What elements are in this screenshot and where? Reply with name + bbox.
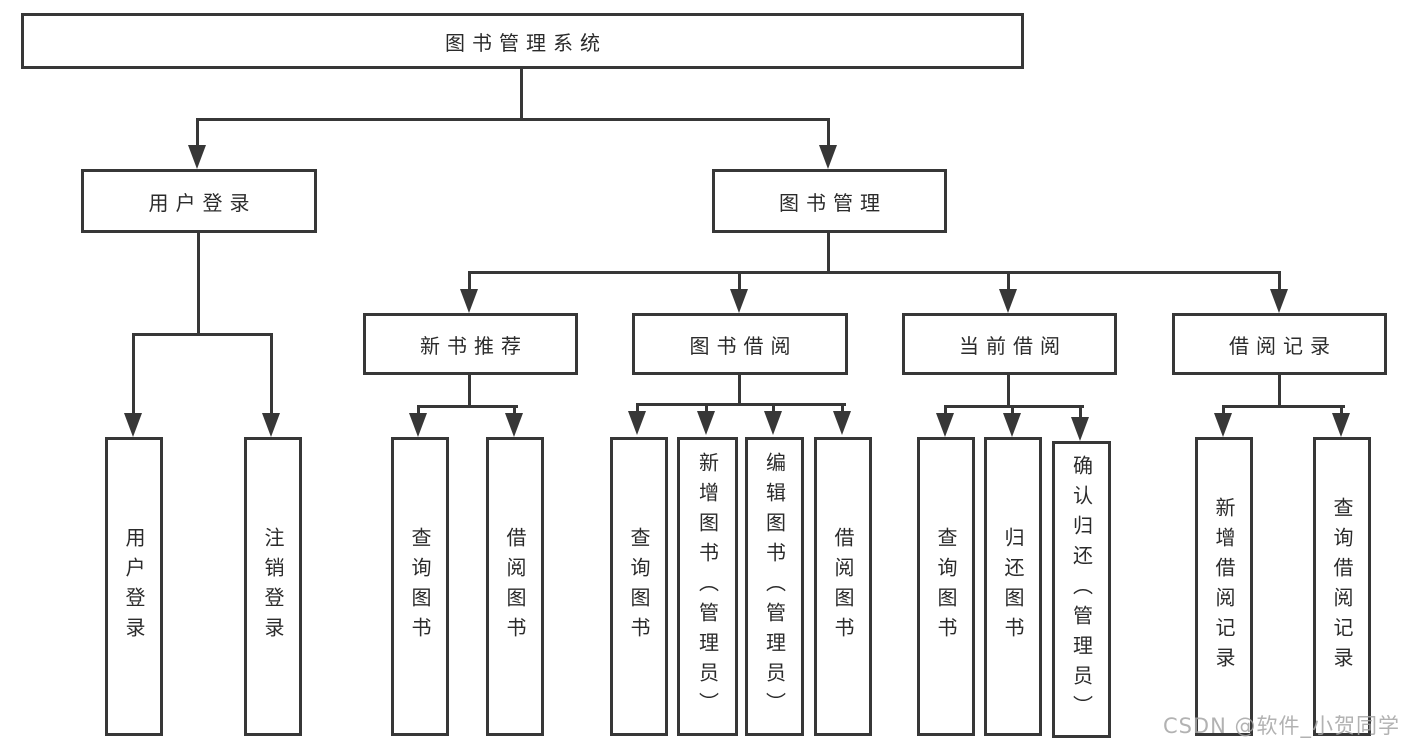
connector-line xyxy=(772,403,775,417)
leaf-label: 查询图书 xyxy=(934,526,958,647)
leaf-query-borrow-record: 查询借阅记录 xyxy=(1313,437,1371,736)
connector-line xyxy=(1007,271,1010,293)
connector-line xyxy=(705,403,708,417)
leaf-label: 归还图书 xyxy=(1001,526,1025,647)
node-book-borrow: 图书借阅 xyxy=(632,313,848,375)
leaf-label: 注销登录 xyxy=(261,526,285,647)
node-book-management: 图书管理 xyxy=(712,169,947,233)
connector-line xyxy=(196,118,199,150)
connector-line xyxy=(738,271,741,293)
connector-line xyxy=(468,375,471,408)
arrow-down-icon xyxy=(999,289,1017,313)
arrow-down-icon xyxy=(188,145,206,169)
leaf-query-books-current: 查询图书 xyxy=(917,437,975,736)
connector-line xyxy=(841,403,844,417)
leaf-label: 借阅图书 xyxy=(503,526,527,647)
leaf-query-books-borrow: 查询图书 xyxy=(610,437,668,736)
connector-line xyxy=(197,233,200,336)
node-user-login: 用户登录 xyxy=(81,169,317,233)
arrow-down-icon xyxy=(697,411,715,435)
connector-line xyxy=(513,405,516,419)
connector-line xyxy=(944,405,1084,408)
arrow-down-icon xyxy=(1270,289,1288,313)
leaf-logout: 注销登录 xyxy=(244,437,302,736)
connector-line xyxy=(1222,405,1345,408)
connector-line xyxy=(827,118,830,150)
connector-line xyxy=(1222,405,1225,419)
leaf-label: 查询图书 xyxy=(627,526,651,647)
arrow-down-icon xyxy=(936,413,954,437)
node-current-borrow: 当前借阅 xyxy=(902,313,1117,375)
connector-line xyxy=(270,333,273,417)
leaf-label: 查询图书 xyxy=(408,526,432,647)
arrow-down-icon xyxy=(833,411,851,435)
csdn-watermark: CSDN @软件_小贺同学 xyxy=(1162,714,1400,738)
leaf-label: 新增借阅记录 xyxy=(1212,496,1236,677)
leaf-label: 用户登录 xyxy=(122,526,146,647)
leaf-borrow-books: 借阅图书 xyxy=(814,437,872,736)
arrow-down-icon xyxy=(124,413,142,437)
leaf-add-borrow-record: 新增借阅记录 xyxy=(1195,437,1253,736)
arrow-down-icon xyxy=(819,145,837,169)
arrow-down-icon xyxy=(730,289,748,313)
connector-line xyxy=(196,118,829,121)
connector-line xyxy=(520,69,523,120)
connector-line xyxy=(132,333,273,336)
connector-line xyxy=(1007,375,1010,408)
connector-line xyxy=(1278,375,1281,408)
connector-line xyxy=(132,333,135,417)
arrow-down-icon xyxy=(1003,413,1021,437)
arrow-down-icon xyxy=(1332,413,1350,437)
leaf-return-books: 归还图书 xyxy=(984,437,1042,736)
leaf-user-login: 用户登录 xyxy=(105,437,163,736)
arrow-down-icon xyxy=(628,411,646,435)
leaf-label: 编辑图书（管理员） xyxy=(762,451,787,722)
connector-line xyxy=(636,403,846,406)
connector-line xyxy=(827,233,830,274)
connector-line xyxy=(468,271,471,293)
connector-line xyxy=(944,405,947,419)
leaf-borrow-books-recommend: 借阅图书 xyxy=(486,437,544,736)
leaf-confirm-return-admin: 确认归还（管理员） xyxy=(1052,441,1111,738)
arrow-down-icon xyxy=(409,413,427,437)
arrow-down-icon xyxy=(505,413,523,437)
connector-line xyxy=(1340,405,1343,419)
arrow-down-icon xyxy=(764,411,782,435)
connector-line xyxy=(1278,271,1281,293)
node-new-book-recommend: 新书推荐 xyxy=(363,313,578,375)
arrow-down-icon xyxy=(1214,413,1232,437)
arrow-down-icon xyxy=(1071,417,1089,441)
connector-line xyxy=(738,375,741,406)
connector-line xyxy=(636,403,639,417)
connector-line xyxy=(1011,405,1014,419)
leaf-label: 新增图书（管理员） xyxy=(695,451,720,722)
arrow-down-icon xyxy=(262,413,280,437)
arrow-down-icon xyxy=(460,289,478,313)
leaf-edit-books-admin: 编辑图书（管理员） xyxy=(745,437,804,736)
leaf-label: 查询借阅记录 xyxy=(1330,496,1354,677)
leaf-label: 借阅图书 xyxy=(831,526,855,647)
connector-line xyxy=(417,405,420,419)
node-root: 图书管理系统 xyxy=(21,13,1024,69)
connector-line xyxy=(417,405,518,408)
leaf-label: 确认归还（管理员） xyxy=(1069,454,1094,725)
connector-line xyxy=(468,271,1281,274)
leaf-query-books-recommend: 查询图书 xyxy=(391,437,449,736)
node-borrow-records: 借阅记录 xyxy=(1172,313,1387,375)
leaf-add-books-admin: 新增图书（管理员） xyxy=(677,437,738,736)
connector-line xyxy=(1079,405,1082,419)
